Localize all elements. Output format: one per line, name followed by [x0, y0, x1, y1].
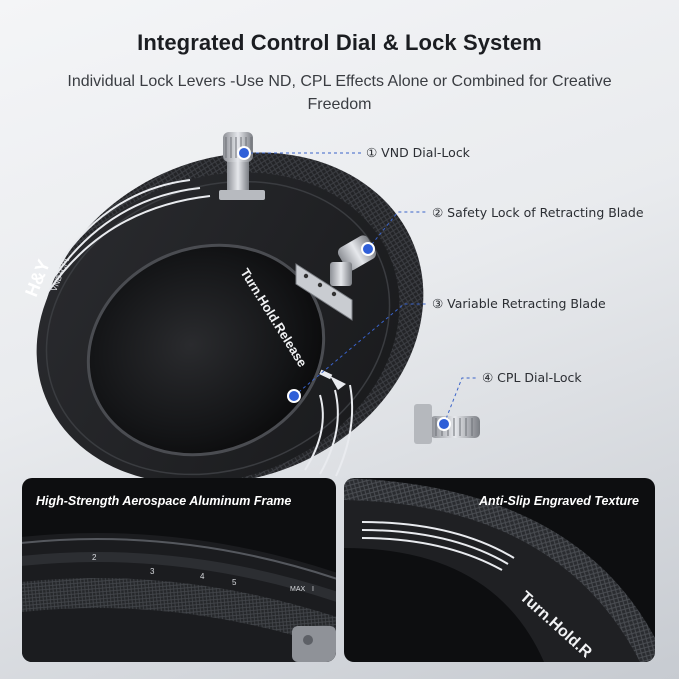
- marker-retracting-blade: [287, 389, 301, 403]
- scale-mark-4: 4: [200, 572, 205, 581]
- callout-vnd-dial-lock: ① VND Dial-Lock: [366, 145, 470, 160]
- callout-retracting-blade: ③ Variable Retracting Blade: [432, 296, 606, 311]
- marker-safety-lock: [361, 242, 375, 256]
- page-subtitle: Individual Lock Levers -Use ND, CPL Effe…: [67, 73, 612, 113]
- panel-left-title: High-Strength Aerospace Aluminum Frame: [36, 494, 292, 508]
- scale-mark-2: 2: [92, 553, 97, 562]
- retracting-blade-bracket: [295, 263, 353, 321]
- texture-engraved-lines: [361, 521, 515, 571]
- aluminum-frame-closeup: 2 3 4 5 MAX I: [22, 533, 336, 662]
- scale-mark-5: 5: [232, 578, 237, 587]
- marker-cpl-dial-lock: [437, 417, 451, 431]
- scale-mark-3: 3: [150, 567, 155, 576]
- marker-vnd-dial-lock: [237, 146, 251, 160]
- panel-engraved-texture: Turn.Hold.R Anti-Slip Engraved Texture: [344, 478, 655, 662]
- callout-cpl-dial-lock: ④ CPL Dial-Lock: [482, 370, 582, 385]
- filter-glass: [86, 243, 326, 457]
- panel-aluminum-frame: 2 3 4 5 MAX I High-Strength Aerospace Al…: [22, 478, 336, 662]
- scale-mark-i: I: [312, 586, 314, 593]
- callout-leaders: [244, 152, 478, 425]
- ring-engraved-lines: [47, 179, 354, 477]
- engraved-texture-closeup: Turn.Hold.R: [344, 478, 655, 662]
- callout-safety-lock: ② Safety Lock of Retracting Blade: [432, 205, 644, 220]
- panel-right-title: Anti-Slip Engraved Texture: [479, 494, 639, 508]
- blade-mechanism: [292, 626, 336, 662]
- scale-mark-max: MAX: [290, 586, 306, 593]
- page-title: Integrated Control Dial & Lock System: [137, 30, 542, 55]
